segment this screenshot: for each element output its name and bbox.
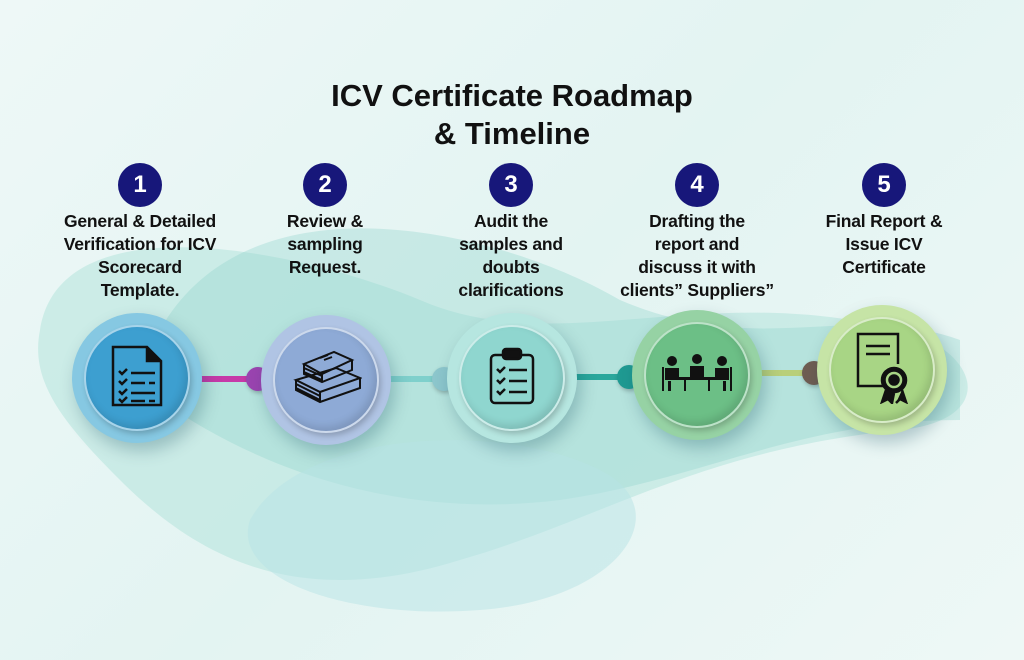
step-label-line: report and <box>654 234 740 254</box>
step-label-line: samples and <box>459 234 563 254</box>
step-circle-inner <box>644 322 750 428</box>
step-label-line: Scorecard <box>98 257 182 277</box>
step-circle-inner <box>829 317 935 423</box>
step-circle-inner <box>459 325 565 431</box>
step-label-line: Certificate <box>842 257 926 277</box>
title-line-2: & Timeline <box>433 116 591 151</box>
step-label-line: Template. <box>100 280 180 300</box>
step-circle <box>817 305 947 435</box>
step-label-line: Audit the <box>473 211 549 231</box>
step-label-line: doubts <box>482 257 540 277</box>
connector-line <box>386 376 452 382</box>
step-number-badge: 2 <box>303 163 347 207</box>
step-circle <box>447 313 577 443</box>
step-circle <box>261 315 391 445</box>
step-label-line: Final Report & <box>825 211 943 231</box>
title-line-1: ICV Certificate Roadmap <box>331 78 693 113</box>
step-label-line: Issue ICV <box>845 234 923 254</box>
step-label-line: clarifications <box>458 280 564 300</box>
step-circle-inner <box>84 325 190 431</box>
step-number-badge: 4 <box>675 163 719 207</box>
step-label: Drafting the report and discuss it with cli… <box>597 210 797 302</box>
checklist-document-icon <box>111 345 163 412</box>
step-label-line: Verification for ICV <box>63 234 217 254</box>
connector-line <box>572 373 637 380</box>
step-label-line: Review & <box>286 211 364 231</box>
step-label: Final Report & Issue ICV Certificate <box>784 210 984 279</box>
step-circle <box>632 310 762 440</box>
meeting-people-icon <box>660 353 734 398</box>
step-label-line: Request. <box>288 257 362 277</box>
step-label-line: clients” Suppliers” <box>620 280 774 300</box>
certificate-icon <box>854 332 910 409</box>
step-circle <box>72 313 202 443</box>
connector-line <box>757 369 822 376</box>
step-label-line: discuss it with <box>638 257 756 277</box>
connector-line <box>197 376 266 382</box>
step-label-line: sampling <box>287 234 363 254</box>
step-label-line: Drafting the <box>649 211 745 231</box>
step-number-badge: 1 <box>118 163 162 207</box>
step-circle-inner <box>273 327 379 433</box>
step-number-badge: 5 <box>862 163 906 207</box>
clipboard-checklist-icon <box>489 347 535 410</box>
step-number-badge: 3 <box>489 163 533 207</box>
step-label-line: General & Detailed <box>63 211 216 231</box>
step-label: Audit the samples and doubts clarifications <box>411 210 611 302</box>
stacked-books-icon <box>290 350 363 411</box>
